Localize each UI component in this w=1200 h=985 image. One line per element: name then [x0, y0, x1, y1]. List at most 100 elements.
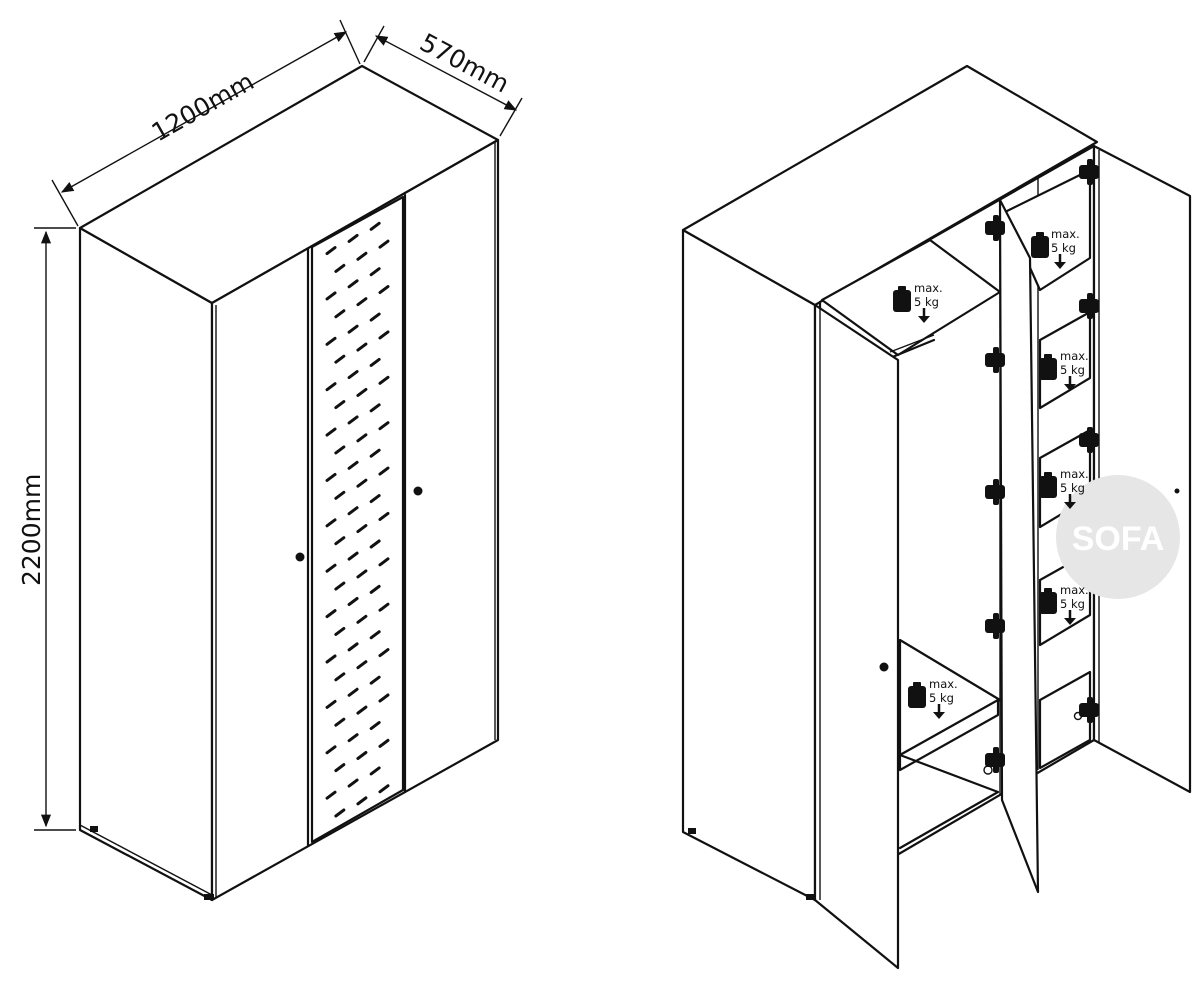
- mirror-reflection-mark: [334, 309, 346, 319]
- mirror-reflection-mark: [334, 263, 346, 273]
- mirror-reflection-mark: [325, 609, 337, 619]
- mirror-reflection-mark: [325, 745, 337, 755]
- load-line1: max.: [1051, 227, 1080, 241]
- mirror-reflection-mark: [347, 370, 359, 380]
- mirror-reflection-mark: [378, 421, 390, 431]
- load-line2: 5 kg: [1060, 597, 1085, 611]
- foot: [90, 826, 98, 832]
- mirror-reflection-mark: [378, 466, 390, 476]
- load-line1: max.: [1060, 583, 1089, 597]
- mirror-reflection-mark: [334, 536, 346, 546]
- mirror-reflection-mark: [369, 403, 381, 413]
- load-line1: max.: [1060, 467, 1089, 481]
- closed-wardrobe: [78, 64, 500, 902]
- mirror-reflection-mark: [325, 246, 337, 256]
- load-line1: max.: [1060, 349, 1089, 363]
- mirror-reflection-mark: [325, 472, 337, 482]
- load-line2: 5 kg: [1060, 481, 1085, 495]
- mirror-reflection-mark: [325, 336, 337, 346]
- left-door: [813, 303, 900, 970]
- mirror-reflection-mark: [347, 506, 359, 516]
- mirror-reflection-mark: [356, 614, 368, 624]
- load-line2: 5 kg: [1060, 363, 1085, 377]
- watermark: SOFA: [1056, 475, 1180, 599]
- mirror-reflection-mark: [325, 699, 337, 709]
- mirror-reflection-mark: [378, 693, 390, 703]
- mirror-reflection-mark: [356, 297, 368, 307]
- mirror-reflection-mark: [325, 382, 337, 392]
- foot: [688, 828, 696, 834]
- mirror-reflection-mark: [334, 445, 346, 455]
- load-label: max. 5 kg: [1039, 467, 1089, 511]
- mirror-reflection-mark: [347, 415, 359, 425]
- mirror-reflection-mark: [334, 763, 346, 773]
- mirror-reflection-mark: [378, 330, 390, 340]
- watermark-badge: [1056, 475, 1180, 599]
- mirror-reflection-mark: [347, 460, 359, 470]
- mirror-reflection-mark: [369, 721, 381, 731]
- mirror-reflection-mark: [325, 518, 337, 528]
- mirror-reflection-mark: [369, 539, 381, 549]
- mirror-reflection-mark: [347, 597, 359, 607]
- mirror-reflection-mark: [356, 660, 368, 670]
- shelf: [1038, 310, 1092, 410]
- mirror-reflection-mark: [378, 602, 390, 612]
- mirror-reflection-mark: [369, 584, 381, 594]
- foot: [204, 894, 214, 900]
- load-line1: max.: [929, 677, 958, 691]
- load-label: max. 5 kg: [908, 677, 958, 721]
- top-panel: [681, 64, 1099, 307]
- mirror-reflection-mark: [356, 387, 368, 397]
- load-label: max. 5 kg: [1039, 583, 1089, 627]
- height-dimension: 2200mm: [17, 227, 76, 831]
- mirror-reflection-mark: [369, 221, 381, 231]
- mirror-reflection-mark: [378, 375, 390, 385]
- mirror-reflection-mark: [325, 291, 337, 301]
- mirror-reflection-mark: [334, 581, 346, 591]
- mirror-reflection-mark: [334, 808, 346, 818]
- middle-door: [998, 198, 1040, 894]
- left-side-panel: [681, 228, 817, 902]
- mirror-pattern: [325, 221, 390, 818]
- open-wardrobe: [681, 64, 1192, 970]
- door-knob-left: [295, 552, 305, 562]
- mirror-reflection-mark: [378, 648, 390, 658]
- mirror-reflection-mark: [356, 750, 368, 760]
- mirror-reflection-mark: [369, 357, 381, 367]
- hanging-rail: [888, 338, 936, 360]
- mirror-reflection-mark: [347, 687, 359, 697]
- mirror-reflection-mark: [334, 717, 346, 727]
- load-label: max. 5 kg: [1039, 349, 1089, 393]
- mirror-reflection-mark: [347, 233, 359, 243]
- mirror-reflection-mark: [347, 642, 359, 652]
- shelf: [1038, 670, 1092, 770]
- mirror-reflection-mark: [347, 551, 359, 561]
- mirror-reflection-mark: [378, 784, 390, 794]
- mirror-reflection-mark: [369, 448, 381, 458]
- load-line1: max.: [914, 281, 943, 295]
- door-knob-right: [413, 486, 423, 496]
- mirror-reflection-mark: [369, 267, 381, 277]
- mirror-reflection-mark: [378, 285, 390, 295]
- mirror-reflection-mark: [325, 427, 337, 437]
- mirror-reflection-mark: [378, 511, 390, 521]
- mirror-reflection-mark: [325, 654, 337, 664]
- load-label: max. 5 kg: [893, 281, 943, 325]
- mirror-reflection-mark: [334, 672, 346, 682]
- load-line2: 5 kg: [929, 691, 954, 705]
- mirror-reflection-mark: [347, 778, 359, 788]
- mirror-reflection-mark: [356, 478, 368, 488]
- mirror-reflection-mark: [334, 490, 346, 500]
- mirror-reflection-mark: [378, 239, 390, 249]
- door-knob-left: [879, 662, 889, 672]
- door-knob-right: [1174, 488, 1180, 494]
- mirror-reflection-mark: [347, 733, 359, 743]
- mirror-reflection-mark: [378, 557, 390, 567]
- shelf: [898, 698, 1000, 772]
- mirror-reflection-mark: [378, 738, 390, 748]
- mirror-reflection-mark: [347, 279, 359, 289]
- left-side-panel: [78, 226, 214, 902]
- load-label: max. 5 kg: [1031, 227, 1080, 271]
- mirror-reflection-mark: [347, 324, 359, 334]
- mirror-reflection-mark: [356, 796, 368, 806]
